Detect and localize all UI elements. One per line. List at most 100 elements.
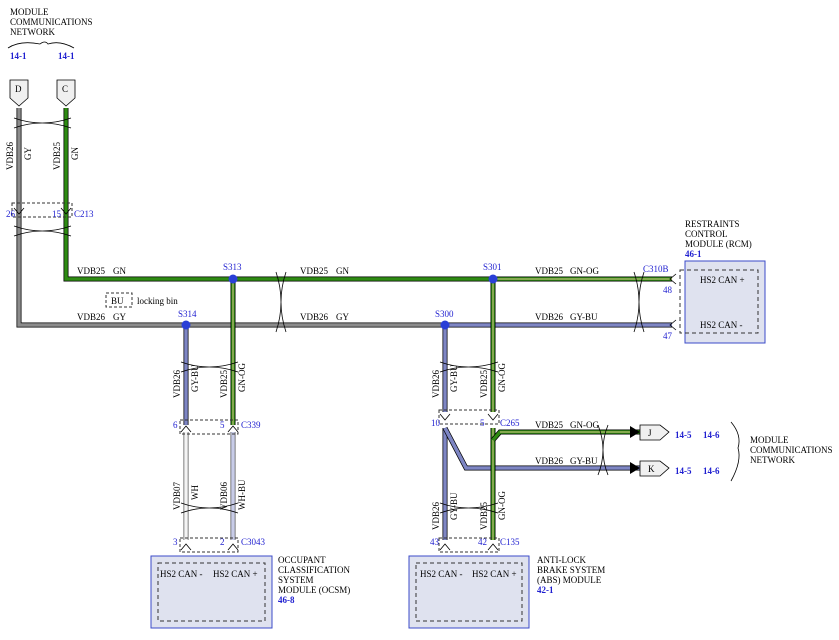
locking-bin-box	[105, 292, 133, 308]
twist-marker-jk	[597, 424, 609, 476]
label-ocsm-whbu-color: WH-BU	[237, 479, 247, 510]
rcm-ref[interactable]: 46-1	[685, 249, 702, 259]
connector-k-label: K	[648, 464, 655, 474]
wire-j-gnog[interactable]	[491, 430, 640, 442]
connector-d-icon[interactable]	[9, 79, 29, 107]
c213-label[interactable]: C213	[74, 209, 94, 219]
wire-vdb26-gy[interactable]	[17, 108, 445, 327]
label-j-circuit: VDB25	[535, 420, 564, 430]
label-h1c-color: GN-OG	[570, 266, 599, 276]
twist-marker-mid	[275, 271, 287, 333]
wire-k-gybu[interactable]	[443, 427, 640, 470]
abs-ref[interactable]: 42-1	[537, 585, 554, 595]
ocsm-ref[interactable]: 46-8	[278, 595, 295, 605]
top-ref-left[interactable]: 14-1	[10, 51, 27, 61]
label-h2-circuit: VDB26	[77, 312, 106, 322]
splice-s300-node[interactable]	[440, 320, 450, 330]
c135-pin-left: 43	[430, 537, 440, 547]
ocsm-pin-minus: HS2 CAN -	[160, 569, 203, 579]
ocsm-name-3: SYSTEM	[278, 575, 314, 585]
wire-gn-outline	[63, 108, 493, 282]
c213-pin-left: 26	[6, 209, 16, 219]
splice-s300-label[interactable]: S300	[435, 309, 454, 319]
c3043-body[interactable]	[179, 537, 239, 553]
twist-marker-c213	[13, 225, 72, 237]
connector-c-icon[interactable]	[56, 79, 76, 107]
label-k-circuit: VDB26	[535, 456, 564, 466]
abs-name-2: BRAKE SYSTEM	[537, 565, 605, 575]
twist-marker-abs	[439, 361, 499, 373]
c265-label[interactable]: C265	[500, 418, 520, 428]
label-abs-gnog-color: GN-OG	[497, 363, 507, 392]
label-ocsm-whbu-circuit: VDB06	[219, 481, 229, 510]
wire-vdb25-gn[interactable]	[64, 108, 493, 281]
label-ocsm-gybu-color: GY-BU	[190, 364, 200, 392]
right-network-title-2: COMMUNICATIONS	[750, 445, 833, 455]
c310b-pin-bottom: 47	[663, 331, 673, 341]
c135-pin-right: 42	[478, 537, 487, 547]
c339-body[interactable]	[179, 419, 239, 435]
c339-label[interactable]: C339	[241, 420, 261, 430]
rcm-pin-plus: HS2 CAN +	[700, 275, 745, 285]
c135-body[interactable]	[438, 537, 500, 553]
label-h1-color: GN	[113, 266, 126, 276]
k-ref-1[interactable]: 14-5	[675, 466, 692, 476]
c310b-label[interactable]: C310B	[643, 264, 669, 274]
splice-s313-label[interactable]: S313	[223, 262, 242, 272]
label-abs-gnog-circuit: VDB25	[479, 369, 489, 398]
c339-pin-icon	[180, 425, 239, 433]
abs-pin-minus: HS2 CAN -	[420, 569, 463, 579]
label-k-color: GY-BU	[570, 456, 598, 466]
c339-pin-left: 6	[173, 420, 178, 430]
j-arrow-icon	[630, 426, 640, 438]
rcm-module-box[interactable]	[684, 260, 766, 344]
c310b-pin-icon	[669, 273, 677, 331]
ocsm-module-box[interactable]	[150, 555, 273, 629]
abs-connector-body	[415, 562, 523, 622]
splice-s313-node[interactable]	[228, 274, 238, 284]
label-h2b-color: GY	[336, 312, 349, 322]
locking-bin-label: locking bin	[137, 296, 178, 306]
label-vdb25-top: VDB25	[52, 141, 62, 170]
abs-name-1: ANTI-LOCK	[537, 555, 586, 565]
c3043-label[interactable]: C3043	[241, 537, 266, 547]
label-abs-low-gybu-circuit: VDB26	[431, 501, 441, 530]
rcm-name-1: RESTRAINTS	[685, 219, 740, 229]
rcm-name-2: CONTROL	[685, 229, 728, 239]
label-abs-gybu-circuit: VDB26	[431, 369, 441, 398]
label-h1b-color: GN	[336, 266, 349, 276]
top-ref-right[interactable]: 14-1	[58, 51, 75, 61]
rcm-name-3: MODULE (RCM)	[685, 239, 752, 249]
j-ref-2[interactable]: 14-6	[703, 430, 720, 440]
c213-pin-right: 15	[52, 209, 62, 219]
ocsm-connector-body	[157, 562, 266, 622]
connector-k-icon[interactable]	[639, 460, 670, 477]
label-h2b-circuit: VDB26	[300, 312, 329, 322]
label-abs-low-gnog-color: GN-OG	[497, 491, 507, 520]
k-ref-2[interactable]: 14-6	[703, 466, 720, 476]
c3043-pin-left: 3	[173, 537, 178, 547]
abs-module-box[interactable]	[408, 555, 530, 629]
locking-bin-tag: BU	[111, 296, 124, 306]
twist-marker-ocsm-low	[180, 502, 239, 514]
c135-label[interactable]: C135	[500, 537, 520, 547]
connector-j-icon[interactable]	[639, 424, 670, 441]
splice-s314-label[interactable]: S314	[178, 309, 197, 319]
c265-body[interactable]	[438, 409, 500, 425]
splice-s301-node[interactable]	[488, 274, 498, 284]
label-abs-low-gybu-color: GY-BU	[449, 492, 459, 520]
rcm-pin-minus: HS2 CAN -	[700, 320, 743, 330]
c265-pin-icon	[439, 413, 499, 421]
label-ocsm-wh-color: WH	[190, 485, 200, 500]
j-ref-1[interactable]: 14-5	[675, 430, 692, 440]
label-ocsm-gnog-circuit: VDB25	[219, 369, 229, 398]
k-arrow-icon	[630, 462, 640, 474]
c213-body[interactable]	[11, 202, 73, 218]
network-brace	[7, 41, 75, 49]
splice-s301-label[interactable]: S301	[483, 262, 502, 272]
abs-pin-plus: HS2 CAN +	[472, 569, 517, 579]
splice-s314-node[interactable]	[181, 320, 191, 330]
label-abs-low-gnog-circuit: VDB25	[479, 501, 489, 530]
ocsm-name-1: OCCUPANT	[278, 555, 326, 565]
